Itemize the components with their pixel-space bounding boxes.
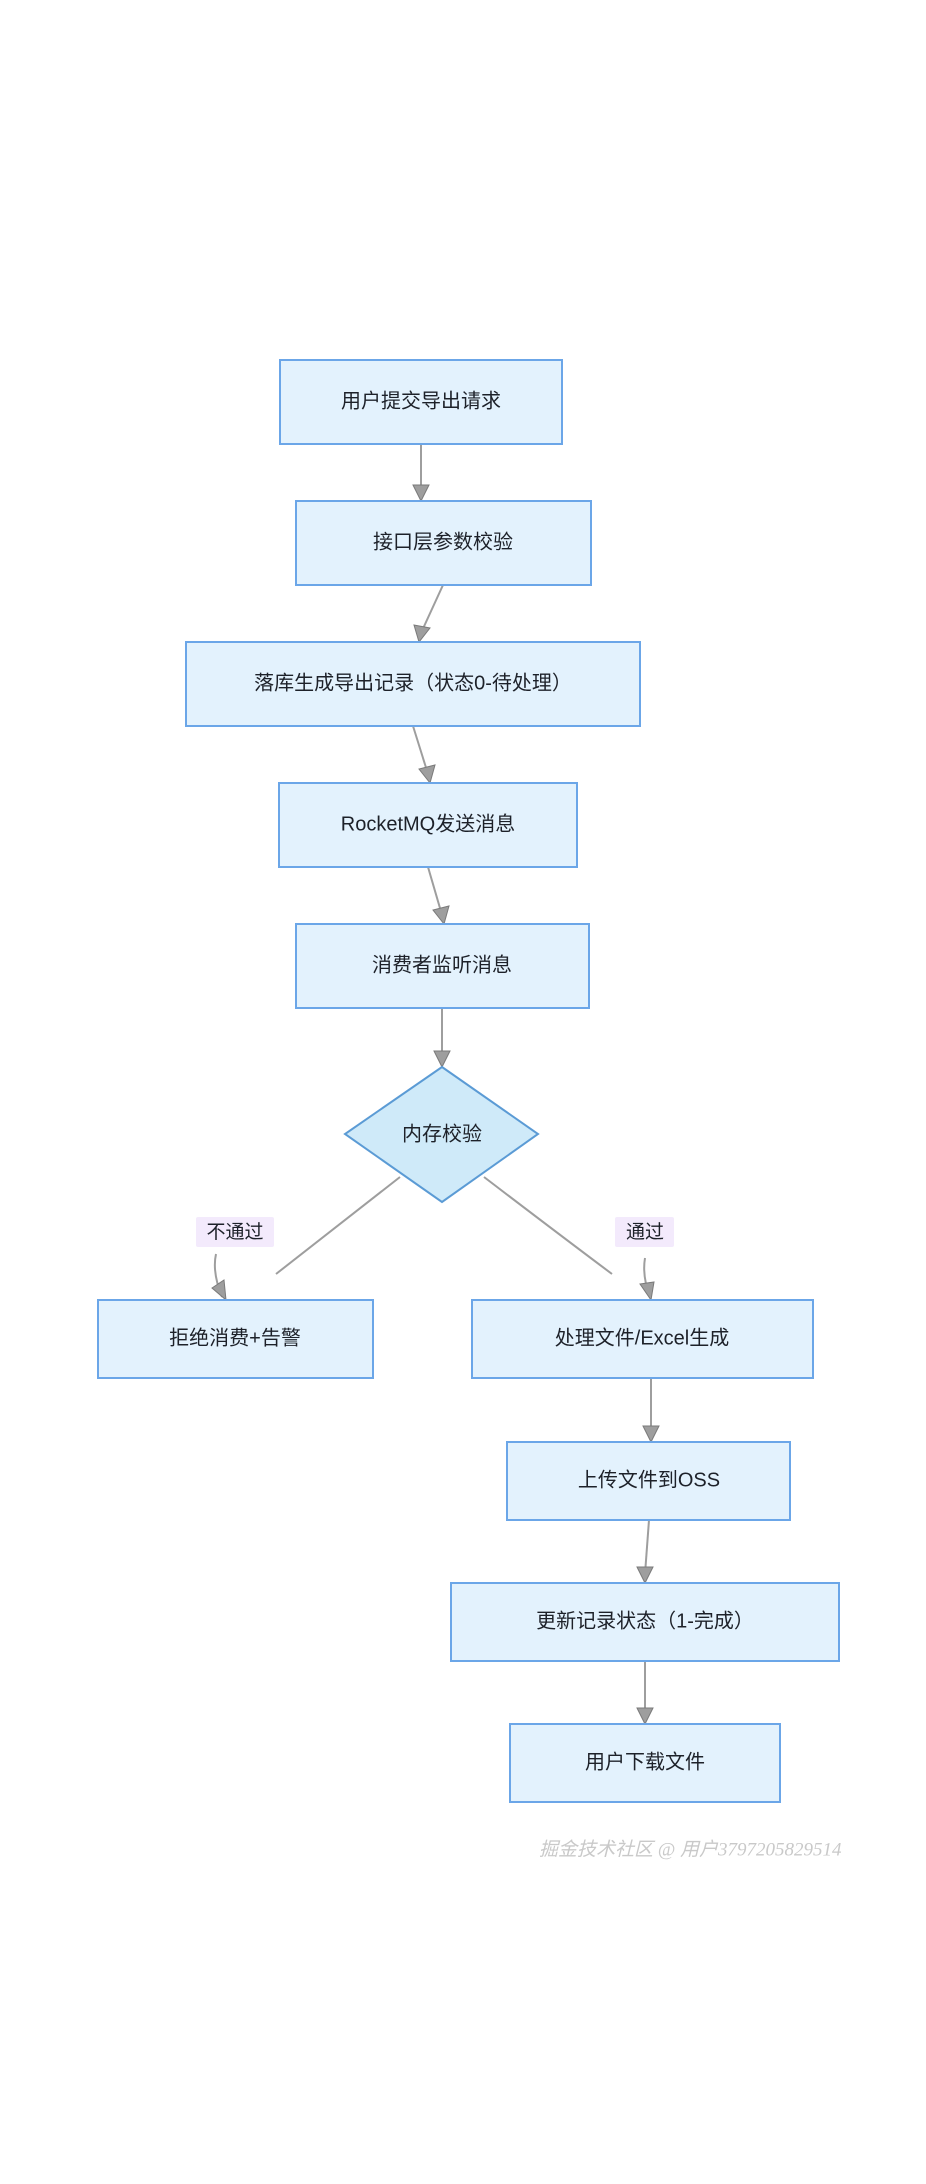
edge-label-reject: 不通过 — [196, 1217, 274, 1247]
node-update-record-status[interactable]: 更新记录状态（1-完成） — [450, 1582, 840, 1662]
node-label: RocketMQ发送消息 — [341, 812, 515, 835]
edge-n3-n4 — [412, 725, 436, 785]
node-memory-validation-decision[interactable]: 内存校验 — [343, 1065, 540, 1204]
node-label: 上传文件到OSS — [578, 1468, 720, 1491]
node-consumer-listen-message[interactable]: 消费者监听消息 — [295, 923, 590, 1009]
edge-n1-n2 — [412, 444, 430, 503]
node-label: 拒绝消费+告警 — [169, 1326, 301, 1349]
node-label: 接口层参数校验 — [373, 530, 513, 553]
node-persist-export-record[interactable]: 落库生成导出记录（状态0-待处理） — [185, 641, 641, 727]
edge-n10-n11 — [636, 1661, 654, 1726]
node-label: 用户下载文件 — [585, 1750, 705, 1773]
node-label: 消费者监听消息 — [372, 953, 512, 976]
node-rocketmq-send-message[interactable]: RocketMQ发送消息 — [278, 782, 578, 868]
edge-n2-n3 — [413, 584, 444, 644]
node-user-submit-export-request[interactable]: 用户提交导出请求 — [279, 359, 563, 445]
node-label: 处理文件/Excel生成 — [555, 1326, 729, 1349]
edge-label-reject-text: 不通过 — [206, 1221, 263, 1243]
node-user-download-file[interactable]: 用户下载文件 — [509, 1723, 781, 1803]
node-label: 用户提交导出请求 — [341, 389, 501, 412]
node-label: 更新记录状态（1-完成） — [536, 1609, 754, 1632]
node-api-layer-param-validation[interactable]: 接口层参数校验 — [295, 500, 592, 586]
edge-group — [211, 444, 660, 1726]
edge-n6-n8 — [483, 1176, 655, 1302]
node-reject-consume-and-alert[interactable]: 拒绝消费+告警 — [97, 1299, 374, 1379]
node-label: 落库生成导出记录（状态0-待处理） — [254, 671, 572, 694]
edge-n9-n10 — [636, 1519, 654, 1585]
node-label: 内存校验 — [402, 1122, 482, 1145]
node-upload-file-to-oss[interactable]: 上传文件到OSS — [506, 1441, 791, 1521]
edge-n5-n6 — [433, 1008, 451, 1069]
edge-n4-n5 — [427, 866, 450, 926]
edge-label-pass: 通过 — [615, 1217, 674, 1247]
node-process-file-excel-generation[interactable]: 处理文件/Excel生成 — [471, 1299, 814, 1379]
watermark: 掘金技术社区 @ 用户3797205829514 — [539, 1838, 842, 1860]
edge-label-pass-text: 通过 — [626, 1221, 664, 1243]
edge-n8-n9 — [642, 1378, 660, 1444]
edge-n6-n7 — [211, 1176, 401, 1302]
